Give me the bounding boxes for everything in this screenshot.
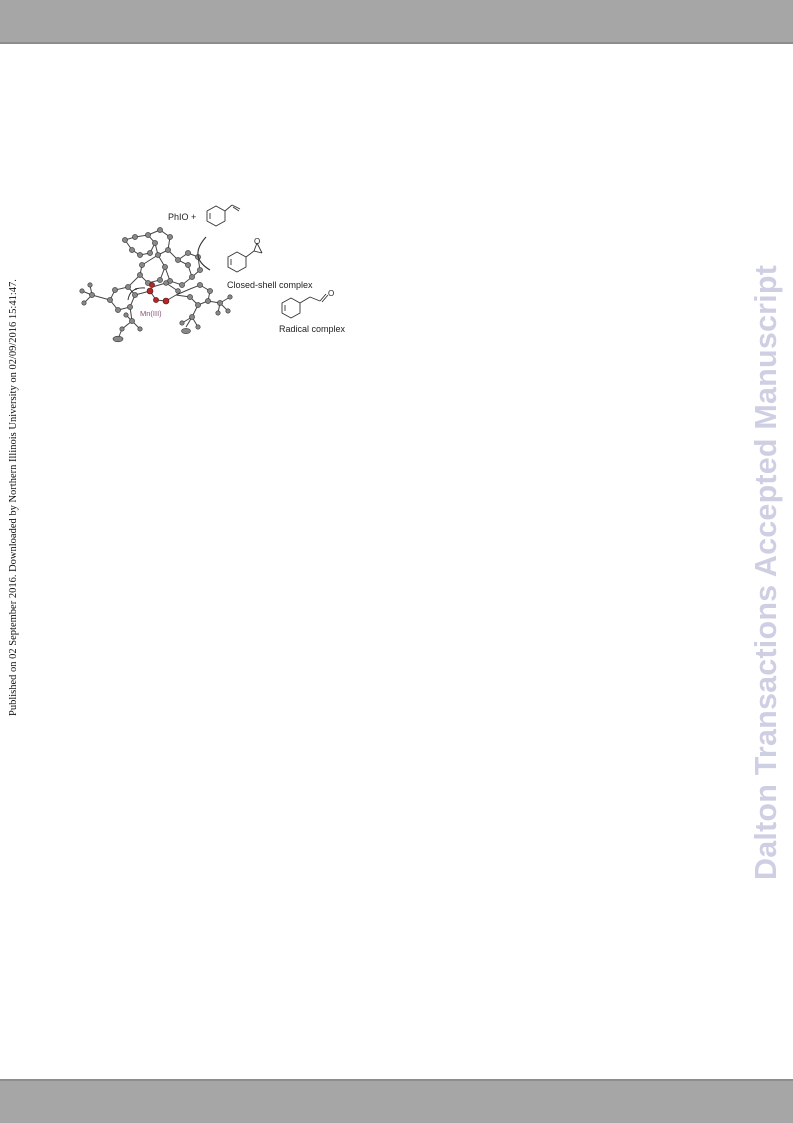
radical-complex-label: Radical complex — [279, 324, 346, 334]
epoxide-oxygen: O — [254, 237, 260, 246]
styrene-structure — [206, 204, 241, 227]
reagent-label: PhIO + — [168, 212, 196, 222]
oxygen-atoms — [146, 282, 170, 305]
accepted-manuscript-watermark: Dalton Transactions Accepted Manuscript — [749, 264, 783, 880]
reaction-arrow — [197, 236, 211, 271]
bottom-banner-bar — [0, 1079, 793, 1123]
molecular-structure — [81, 229, 231, 340]
aldehyde-oxygen: O — [328, 289, 334, 298]
metal-label: Mn(III) — [140, 309, 162, 318]
aldehyde-structure — [281, 293, 329, 319]
epoxide-structure — [227, 242, 263, 273]
radical-dot — [135, 288, 137, 290]
publication-note: Published on 02 September 2016. Download… — [8, 279, 19, 716]
reaction-scheme-svg: Mn(III) PhIO + O Closed-shell complex — [79, 204, 346, 343]
graphical-abstract: Mn(III) PhIO + O Closed-shell complex — [70, 195, 370, 350]
closed-shell-label: Closed-shell complex — [227, 280, 313, 290]
atoms — [79, 227, 233, 343]
top-banner-bar — [0, 0, 793, 44]
